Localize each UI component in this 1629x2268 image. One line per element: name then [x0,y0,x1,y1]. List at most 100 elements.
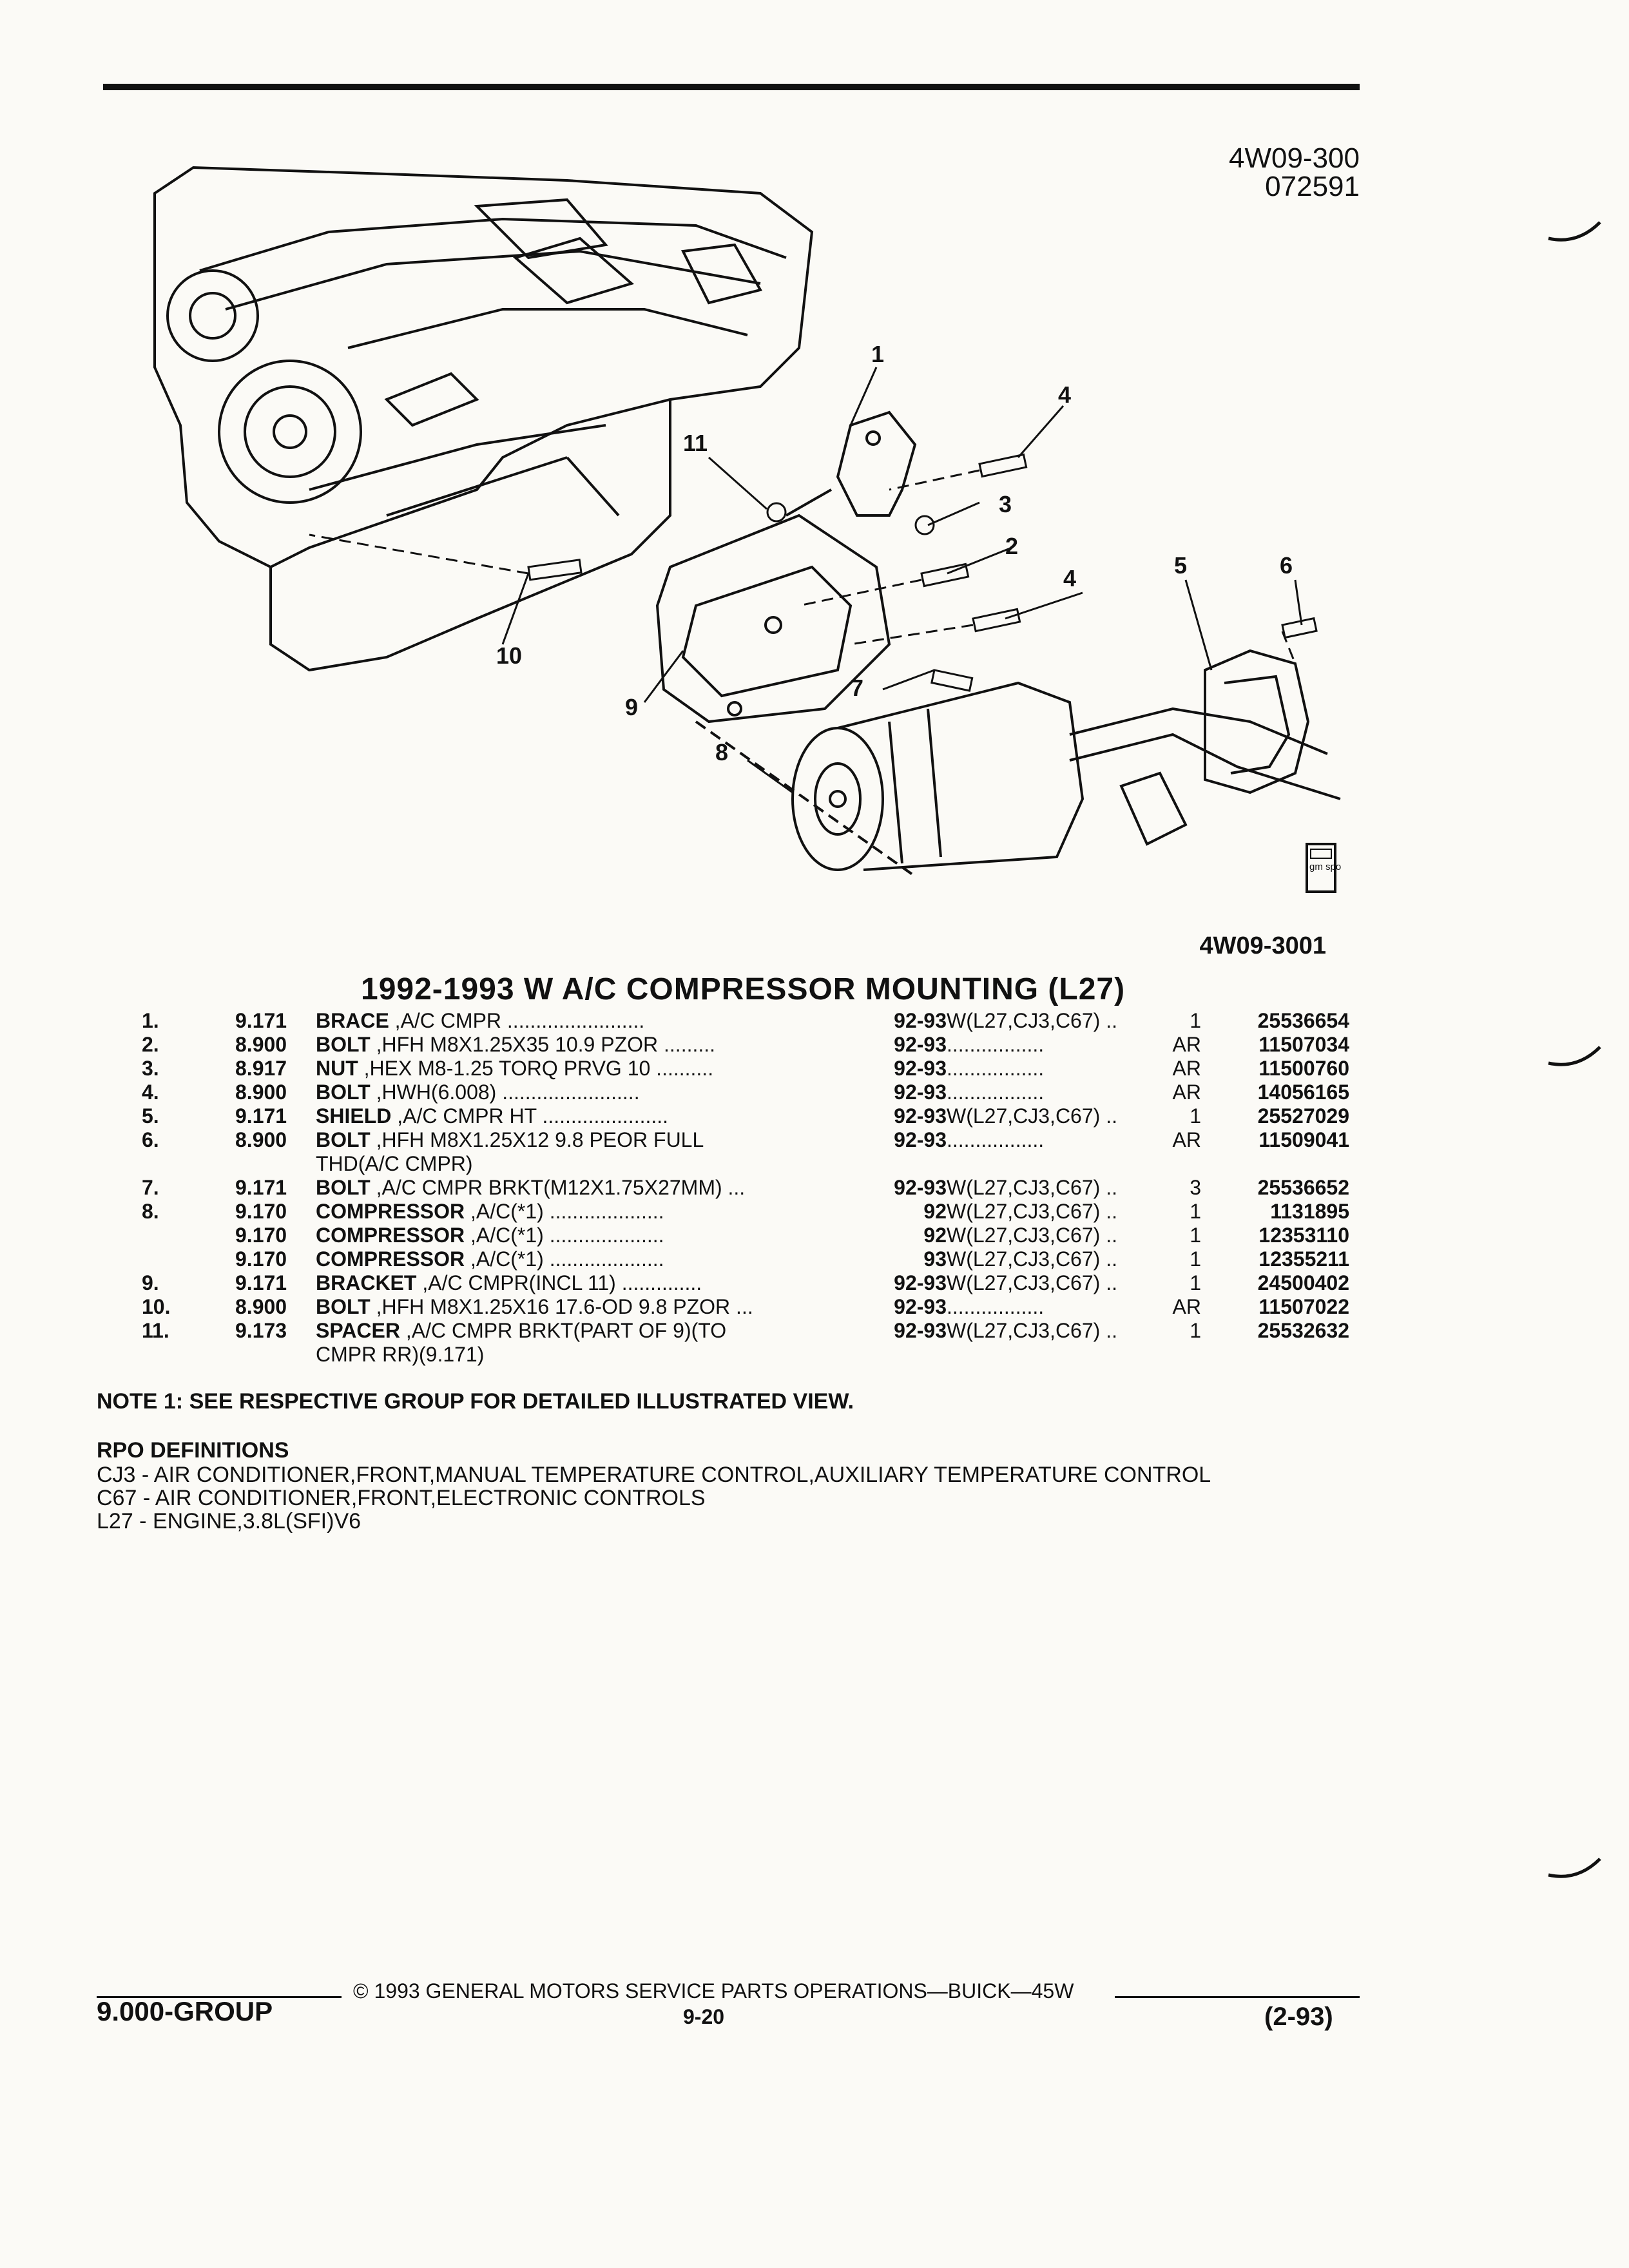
part-name: BOLT [316,1295,371,1318]
callout-1: 1 [871,341,884,367]
footer-date: (2-93) [1264,2003,1333,2031]
section-title: 1992-1993 W A/C COMPRESSOR MOUNTING (L27… [361,972,1126,1006]
table-row: 5. 9.171 SHIELD ,A/C CMPR HT .............… [142,1104,1349,1128]
part-description: NUT ,HEX M8-1.25 TORQ PRVG 10 .......... [316,1057,867,1081]
table-row: 8. 9.170 COMPRESSOR ,A/C(*1) .............… [142,1200,1349,1224]
usage-code: W(L27,CJ3,C67) .. [947,1247,1117,1271]
gm-spo-logo-text: gm spo [1309,861,1341,872]
item-number: 9. [142,1271,159,1294]
group-number: 8.900 [235,1033,287,1056]
usage-code: W(L27,CJ3,C67) .. [947,1271,1117,1294]
callout-7: 7 [851,675,863,701]
usage-code: W(L27,CJ3,C67) .. [947,1319,1117,1342]
quantity: 1 [1190,1104,1201,1128]
gm-spo-logo: gm spo [1306,843,1341,893]
item-number: 11. [142,1319,169,1342]
exploded-view-illustration: 1 2 3 4 4 5 6 7 8 9 10 11 gm spo [153,166,1341,893]
part-description-text: ,A/C CMPR ........................ [389,1009,645,1032]
part-number: 25536654 [1257,1009,1349,1032]
part-name: BRACE [316,1009,389,1032]
model-years: 93 [923,1247,947,1271]
callout-8: 8 [715,739,728,765]
margin-tick-mark [1548,1858,1601,1878]
footer-group: 9.000-GROUP [97,1996,273,2026]
callout-labels: 1 2 3 4 4 5 6 7 8 9 10 11 [496,341,1293,765]
rpo-definition-l27: L27 - ENGINE,3.8L(SFI)V6 [97,1509,361,1533]
brace-part-1 [786,410,917,517]
quantity: 3 [1190,1176,1201,1199]
part-description: BRACE ,A/C CMPR ........................ [316,1009,867,1033]
part-name: BOLT [316,1128,371,1151]
part-number: 11507022 [1258,1295,1349,1318]
part-description: BRACKET ,A/C CMPR(INCL 11) .............… [316,1271,867,1295]
footer-rule-left [97,1996,342,1998]
part-number: 24500402 [1257,1271,1349,1294]
footer-copyright: © 1993 GENERAL MOTORS SERVICE PARTS OPER… [353,1979,1074,2003]
usage-code: W(L27,CJ3,C67) .. [947,1176,1117,1199]
item-number: 2. [142,1033,159,1056]
model-years: 92-93 [894,1057,947,1080]
part-description: SHIELD ,A/C CMPR HT ....................… [316,1104,867,1128]
part-description: COMPRESSOR ,A/C(*1) .................... [316,1247,867,1271]
callout-6: 6 [1280,552,1293,579]
part-description-text: ,A/C CMPR HT ...................... [391,1104,669,1128]
part-number: 11507034 [1258,1033,1349,1056]
model-years: 92-93 [894,1295,947,1318]
group-number: 9.173 [235,1319,287,1342]
callout-5: 5 [1174,552,1187,579]
item-number: 8. [142,1200,159,1223]
callout-4a: 4 [1058,381,1071,408]
item-number: 6. [142,1128,159,1151]
part-description: COMPRESSOR ,A/C(*1) .................... [316,1200,867,1224]
usage-code: ................. [947,1057,1045,1080]
group-number: 9.171 [235,1176,287,1199]
item-number [142,1247,235,1271]
part-name: COMPRESSOR [316,1224,465,1247]
usage-code: W(L27,CJ3,C67) .. [947,1009,1117,1032]
quantity: 1 [1190,1319,1201,1342]
item-number: 4. [142,1081,159,1104]
item-number: 7. [142,1176,159,1199]
model-years: 92-93 [894,1033,947,1056]
shield-part-5 [1204,649,1310,794]
rpo-definition-c67: C67 - AIR CONDITIONER,FRONT,ELECTRONIC C… [97,1486,706,1510]
part-number: 11509041 [1258,1128,1349,1151]
item-number [142,1224,235,1247]
usage-code: ................. [947,1033,1045,1056]
leader-lines [501,367,1303,794]
part-name: SHIELD [316,1104,392,1128]
engine-block [153,166,814,672]
part-description: BOLT ,A/C CMPR BRKT(M12X1.75X27MM) ... [316,1176,867,1200]
group-number: 9.170 [235,1200,287,1223]
part-description-text: ,HWH(6.008) ........................ [370,1081,640,1104]
model-years: 92 [923,1224,947,1247]
part-number: 11500760 [1258,1057,1349,1080]
part-number: 25536652 [1257,1176,1349,1199]
bracket-part-9 [655,514,916,878]
group-number: 9.171 [235,1104,287,1128]
part-number: 14056165 [1257,1081,1349,1104]
part-number: 12355211 [1258,1247,1349,1271]
part-description-text: ,HFH M8X1.25X35 10.9 PZOR ......... [370,1033,716,1056]
part-description: BOLT ,HWH(6.008) .......................… [316,1081,867,1104]
usage-code: ................. [947,1295,1045,1318]
part-number: 25532632 [1257,1319,1349,1342]
part-description-text: ,A/C(*1) .................... [465,1200,664,1223]
part-number: 1131895 [1270,1200,1349,1223]
callout-10: 10 [496,642,522,669]
part-name: BOLT [316,1176,371,1199]
part-description-text: ,HFH M8X1.25X16 17.6-OD 9.8 PZOR ... [370,1295,753,1318]
part-description-text: ,A/C CMPR BRKT(M12X1.75X27MM) ... [370,1176,746,1199]
item-number: 5. [142,1104,159,1128]
part-description-text: ,A/C(*1) .................... [465,1224,664,1247]
quantity: 1 [1190,1247,1201,1271]
quantity: AR [1172,1081,1201,1104]
